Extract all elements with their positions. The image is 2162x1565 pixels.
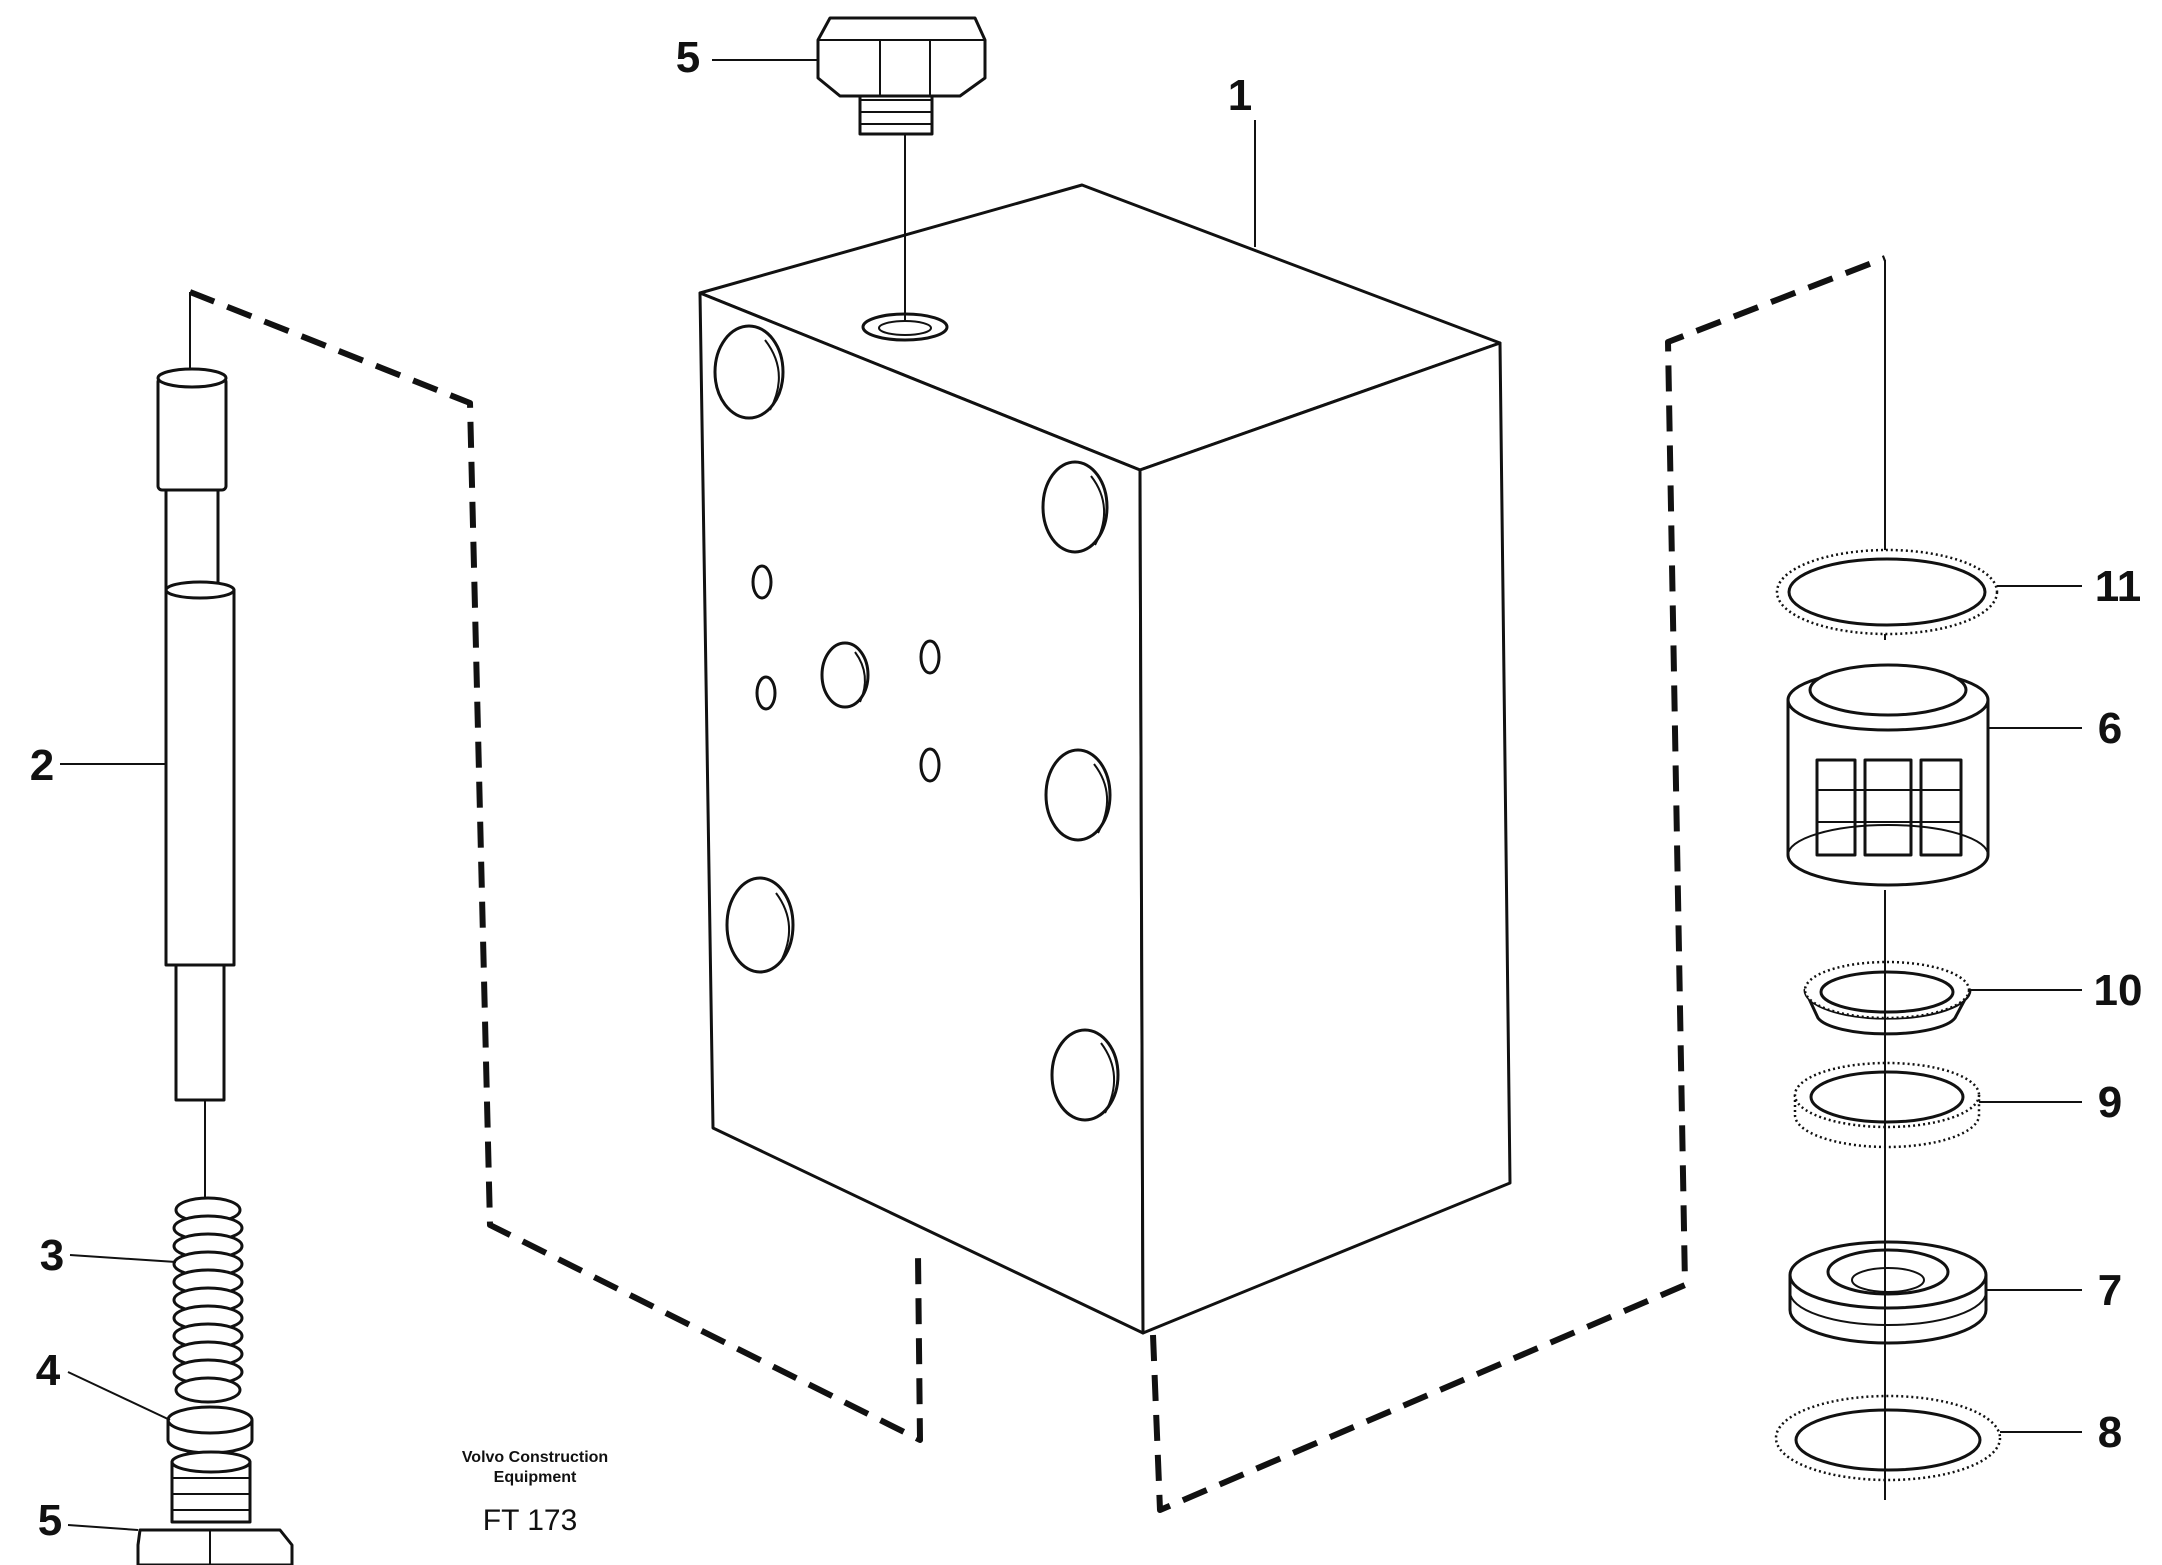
valve-cage — [1786, 663, 1990, 887]
callout-11: 11 — [2095, 562, 2142, 611]
figure-code: FT 173 — [483, 1504, 578, 1537]
callout-9: 9 — [2098, 1078, 2122, 1127]
o-ring-8 — [1774, 1394, 2002, 1482]
seal-ring-11 — [1775, 548, 1999, 636]
callout-4: 4 — [36, 1346, 61, 1395]
callout-5-bottom: 5 — [38, 1496, 62, 1545]
washer — [166, 1405, 254, 1455]
valve-block — [698, 183, 1512, 1335]
block-port — [725, 876, 795, 974]
left-dashed-assembly-outline — [188, 289, 923, 1443]
callout-10: 10 — [2094, 966, 2143, 1015]
caption-company-line1: Volvo Construction — [462, 1449, 608, 1466]
backup-ring-10 — [1803, 960, 1972, 1036]
leader-line-3 — [69, 1254, 177, 1263]
hex-plug-top — [816, 16, 987, 136]
block-port — [1050, 1028, 1120, 1122]
block-port — [713, 324, 785, 420]
leader-line-5-bottom — [67, 1524, 139, 1531]
callout-7: 7 — [2098, 1266, 2122, 1315]
callout-5-top: 5 — [676, 33, 700, 82]
callout-8: 8 — [2098, 1408, 2122, 1457]
callout-1: 1 — [1228, 71, 1252, 120]
right-dashed-assembly-outline — [1150, 255, 1887, 1513]
spool — [156, 367, 236, 1102]
caption-company-line2: Equipment — [494, 1469, 577, 1486]
callout-2: 2 — [30, 741, 54, 790]
block-port — [1041, 460, 1109, 554]
block-port — [1044, 748, 1112, 842]
valve-seat — [1788, 1240, 1988, 1345]
block-port — [820, 641, 870, 709]
spring — [172, 1196, 244, 1404]
callout-3: 3 — [40, 1231, 64, 1280]
leader-line-4 — [67, 1371, 171, 1421]
sealing-ring-9 — [1793, 1061, 1981, 1149]
callout-6: 6 — [2098, 704, 2122, 753]
hex-plug-bottom — [136, 1450, 294, 1565]
